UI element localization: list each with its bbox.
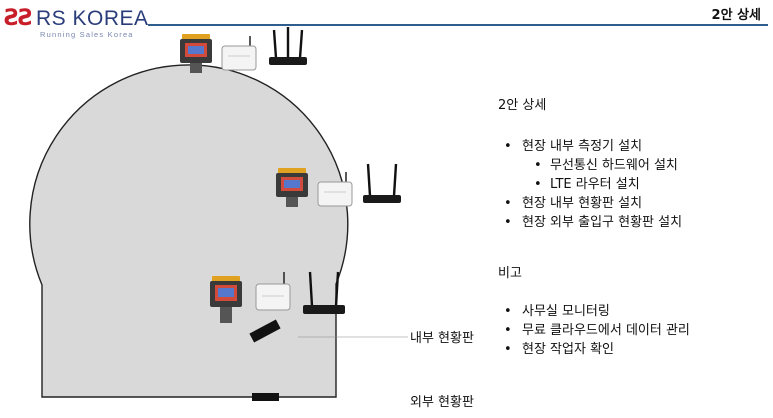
note-item: 사무실 모니터링 [498, 302, 768, 321]
logo-subtext: Running Sales Korea [40, 30, 134, 39]
slide-title: 2안 상세 [711, 8, 761, 23]
bullet-item: 현장 내부 현황판 설치 [498, 194, 768, 213]
wireless-access-point-icon [255, 272, 291, 311]
note-item: 무료 클라우드에서 데이터 관리 [498, 321, 768, 340]
site-floor-outline [29, 64, 349, 398]
gas-detector-icon [276, 168, 308, 207]
note-item: 현장 작업자 확인 [498, 340, 768, 359]
bullet-item: 현장 내부 측정기 설치 [498, 137, 768, 156]
lte-router-icon [303, 271, 345, 314]
panel-title: 2안 상세 [498, 98, 547, 113]
sub-bullet-item: LTE 라우터 설치 [498, 175, 768, 194]
logo-text: RS KOREA [36, 7, 149, 30]
inner-status-board [249, 319, 281, 343]
floor-plan-diagram [29, 64, 408, 401]
outer-status-board [252, 393, 279, 401]
bullet-item: 현장 외부 출입구 현황판 설치 [498, 213, 768, 232]
header-divider [148, 24, 768, 26]
inner-board-label: 내부 현황판 [410, 331, 474, 346]
notes-title: 비고 [498, 266, 522, 281]
gas-detector-icon [180, 34, 212, 73]
company-logo: ƧƧ RS KOREA Running Sales Korea [4, 6, 154, 40]
detail-panel: 2안 상세 현장 내부 측정기 설치 무선통신 하드웨어 설치 LTE 라우터 … [498, 96, 768, 359]
wireless-access-point-icon [317, 172, 353, 207]
gas-detector-icon [210, 276, 242, 323]
outer-board-label: 외부 현황판 [410, 395, 474, 410]
sub-bullet-item: 무선통신 하드웨어 설치 [498, 156, 768, 175]
lte-router-icon [269, 27, 307, 65]
logo-mark: ƧƧ [4, 6, 34, 31]
lte-router-icon [363, 163, 401, 203]
wireless-access-point-icon [221, 36, 257, 71]
